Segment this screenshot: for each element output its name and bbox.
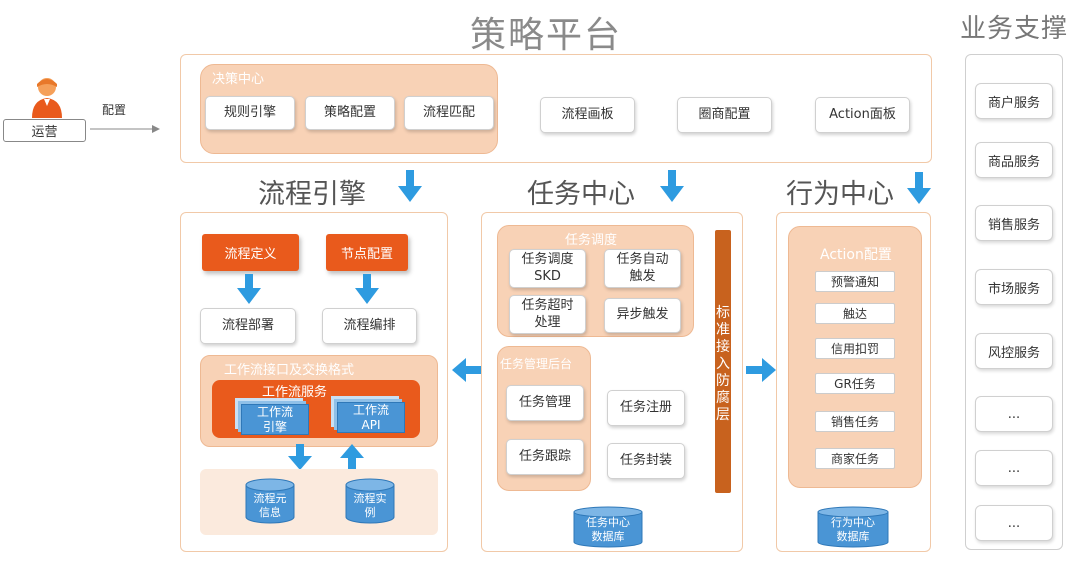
flow-instance-label: 流程实 例: [353, 492, 387, 519]
task-manage-box: 任务管理: [506, 385, 584, 421]
database-icon: [817, 506, 889, 548]
task-center-title: 任务中心: [527, 179, 635, 210]
warning-notice-item: 预警通知: [815, 271, 895, 292]
task-dispatch-label: 任务调度: [565, 233, 618, 248]
operator-label: 运营: [3, 119, 86, 142]
business-support-title: 业务支撑: [960, 14, 1069, 44]
more-service-box-1: ...: [975, 396, 1053, 432]
node-config-box: 节点配置: [326, 234, 408, 271]
database-icon: [573, 506, 643, 548]
task-mgmt-label: 任务管理后台: [500, 357, 573, 371]
config-to-orchestrate-arrow-icon: [355, 274, 379, 304]
task-auto-trigger-box: 任务自动 触发: [604, 249, 681, 288]
behavior-center-db-label: 行为中心 数据库: [831, 516, 875, 543]
flow-engine-down-arrow-icon: [398, 170, 422, 202]
merchant-service-box: 商户服务: [975, 83, 1053, 119]
risk-service-box: 风控服务: [975, 333, 1053, 369]
merchant-task-item: 商家任务: [815, 448, 895, 469]
task-center-db-label: 任务中心 数据库: [586, 516, 630, 543]
database-icon: [245, 478, 295, 524]
sales-task-item: 销售任务: [815, 411, 895, 432]
strategy-platform-title: 策略平台: [470, 15, 623, 56]
more-service-box-2: ...: [975, 450, 1053, 486]
flow-engine-title: 流程引擎: [258, 179, 366, 210]
behavior-center-title: 行为中心: [786, 179, 894, 210]
task-to-behavior-arrow-icon: [746, 358, 776, 382]
flow-canvas-box: 流程画板: [540, 97, 635, 133]
flow-instance-database: 流程实 例: [345, 478, 395, 524]
decision-center-label: 决策中心: [212, 72, 265, 87]
task-track-box: 任务跟踪: [506, 439, 584, 475]
workflow-storage-group: [200, 469, 438, 535]
workflow-interface-label: 工作流接口及交换格式: [224, 363, 355, 378]
task-center-down-arrow-icon: [660, 170, 684, 202]
flow-meta-database: 流程元 信息: [245, 478, 295, 524]
workflow-api-card: 工作流 API: [337, 402, 405, 433]
define-to-deploy-arrow-icon: [237, 274, 261, 304]
task-center-database: 任务中心 数据库: [573, 506, 643, 548]
sales-service-box: 销售服务: [975, 205, 1053, 241]
action-config-label: Action配置: [820, 247, 892, 263]
credit-penalty-item: 信用扣罚: [815, 338, 895, 359]
database-icon: [345, 478, 395, 524]
operator-person-icon: [32, 78, 62, 118]
task-dispatch-skd-box: 任务调度 SKD: [509, 249, 586, 288]
task-register-box: 任务注册: [607, 390, 685, 426]
gr-task-item: GR任务: [815, 373, 895, 394]
flow-define-box: 流程定义: [202, 234, 299, 271]
reach-item: 触达: [815, 303, 895, 324]
rule-engine-box: 规则引擎: [205, 96, 295, 130]
async-trigger-box: 异步触发: [604, 298, 681, 333]
standard-access-layer-bar: [715, 230, 731, 493]
merchant-selection-box: 圈商配置: [677, 97, 772, 133]
standard-access-layer-label: 标准接入防腐层: [716, 305, 730, 423]
workflow-service-label: 工作流服务: [262, 385, 328, 400]
product-service-box: 商品服务: [975, 142, 1053, 178]
task-wrap-box: 任务封装: [607, 443, 685, 479]
task-to-flow-arrow-icon: [452, 358, 482, 382]
service-down-arrow-icon: [288, 444, 312, 470]
behavior-center-database: 行为中心 数据库: [817, 506, 889, 548]
operator-arrow-icon: [90, 125, 160, 133]
config-edge-label: 配置: [102, 103, 127, 117]
market-service-box: 市场服务: [975, 269, 1053, 305]
strategy-config-box: 策略配置: [305, 96, 395, 130]
action-panel-box: Action面板: [815, 97, 910, 133]
task-timeout-box: 任务超时 处理: [509, 295, 586, 334]
flow-orchestrate-box: 流程编排: [322, 308, 417, 344]
workflow-engine-card: 工作流 引擎: [241, 404, 309, 435]
flow-meta-label: 流程元 信息: [253, 492, 287, 519]
service-up-arrow-icon: [340, 444, 364, 470]
flow-match-box: 流程匹配: [404, 96, 494, 130]
flow-deploy-box: 流程部署: [200, 308, 296, 344]
behavior-center-down-arrow-icon: [907, 172, 931, 204]
more-service-box-3: ...: [975, 505, 1053, 541]
